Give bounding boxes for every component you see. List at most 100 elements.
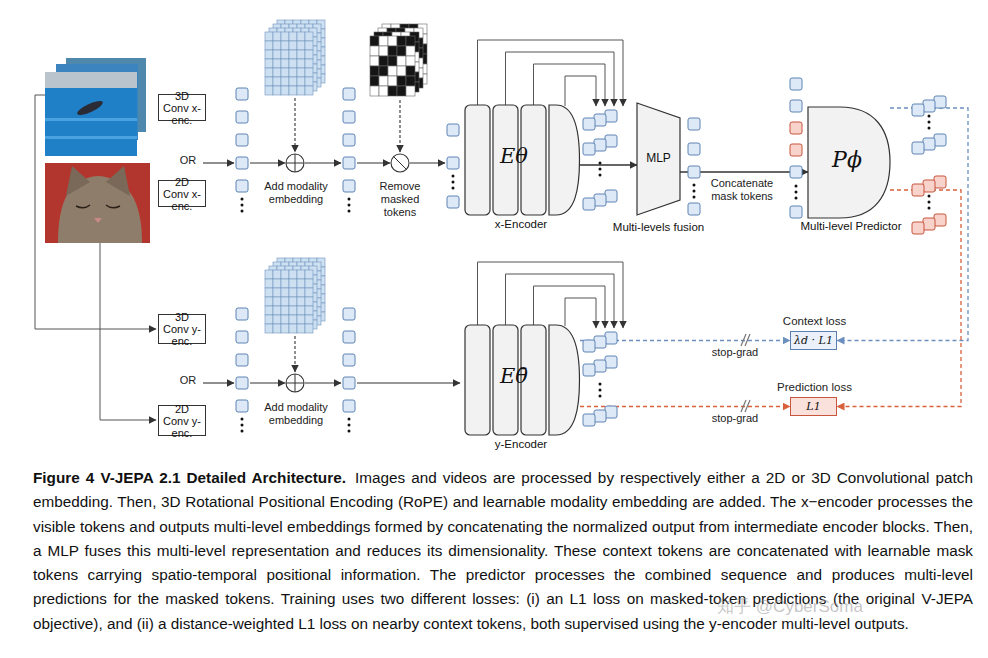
process-box: 3D Conv x-enc. — [158, 94, 206, 121]
token — [236, 134, 248, 146]
embedding-grid-cell — [281, 32, 289, 41]
process-box: 2D Conv x-enc. — [158, 180, 206, 207]
token — [934, 134, 946, 146]
embedding-grid-cell — [305, 307, 313, 316]
token — [236, 308, 248, 320]
arrow-line — [203, 162, 234, 163]
token — [236, 400, 248, 412]
embedding-grid-cell — [273, 77, 281, 86]
embedding-grid-cell — [305, 32, 313, 41]
embedding-grid-cell — [305, 270, 313, 279]
mask-grid-cell — [388, 76, 397, 86]
embedding-grid-cell — [305, 86, 313, 95]
annotation-label: Add modality embedding — [256, 401, 336, 427]
embedding-grid-cell — [305, 60, 313, 69]
embedding-grid-cell — [265, 86, 273, 95]
arrow-line — [203, 382, 234, 383]
video-frame-detail — [45, 72, 137, 88]
embedding-grid-cell — [281, 42, 289, 51]
embedding-grid-cell — [305, 298, 313, 307]
token — [447, 157, 459, 169]
embedding-grid-cell — [265, 59, 273, 68]
embedding-grid-cell — [273, 316, 281, 325]
ellipsis-dot — [599, 395, 602, 398]
ellipsis-dot — [795, 185, 798, 188]
token — [923, 180, 935, 192]
annotation-label: Add modality embedding — [256, 180, 336, 206]
remove-symbol — [394, 157, 407, 170]
token — [583, 364, 595, 376]
arrow-line — [294, 98, 295, 152]
token — [923, 138, 935, 150]
token — [236, 354, 248, 366]
mask-grid-cell — [397, 66, 406, 76]
token — [594, 360, 606, 372]
add-symbol — [286, 374, 304, 392]
embedding-grid-cell — [289, 60, 297, 69]
ellipsis-dot — [693, 184, 696, 187]
embedding-grid-cell — [273, 60, 281, 69]
mask-grid-cell — [379, 36, 388, 46]
loss-heading: Prediction loss — [761, 381, 868, 394]
skip-connection — [506, 274, 615, 328]
embedding-grid-cell — [273, 324, 281, 333]
embedding-grid-cell — [289, 69, 297, 78]
embedding-grid-cell — [297, 41, 305, 50]
token — [583, 414, 595, 426]
embedding-grid-cell — [281, 59, 289, 68]
embedding-grid-cell — [305, 271, 313, 280]
embedding-grid-cell — [297, 289, 305, 298]
mask-grid-cell — [397, 56, 406, 66]
ellipsis-dot — [928, 201, 931, 204]
ellipsis-dot — [599, 383, 602, 386]
ellipsis-dot — [928, 121, 931, 124]
add-symbol — [286, 154, 304, 172]
ellipsis-dot — [241, 204, 244, 207]
embedding-grid-cell — [297, 288, 305, 297]
embedding-grid-cell — [305, 288, 313, 297]
embedding-grid-cell — [305, 279, 313, 288]
embedding-grid-cell — [281, 316, 289, 325]
encoder-symbol: Eθ̄ — [490, 363, 538, 389]
token — [343, 354, 355, 366]
process-box: 2D Conv y-enc. — [158, 405, 206, 436]
predictor-shape — [808, 107, 890, 218]
token — [583, 198, 595, 210]
skip-connection — [100, 243, 156, 420]
embedding-grid-cell — [273, 289, 281, 298]
ellipsis-dot — [348, 424, 351, 427]
embedding-grid-cell — [281, 69, 289, 78]
loss-heading: Context loss — [761, 315, 868, 328]
embedding-grid-cell — [281, 297, 289, 306]
embedding-grid-cell — [273, 41, 281, 50]
embedding-grid-cell — [289, 270, 297, 279]
embedding-grid-cell — [297, 324, 305, 333]
embedding-grid-cell — [297, 316, 305, 325]
embedding-grid-cell — [289, 298, 297, 307]
skip-connection — [35, 95, 156, 329]
embedding-grid-cell — [273, 42, 281, 51]
token — [923, 218, 935, 230]
mask-grid-cell — [397, 36, 406, 46]
encoder-head — [549, 325, 580, 435]
ellipsis-dot — [348, 418, 351, 421]
embedding-grid-cell — [305, 324, 313, 333]
embedding-grid-cell — [289, 32, 297, 41]
arrow-line — [250, 382, 285, 383]
ellipsis-dot — [241, 424, 244, 427]
encoder-layer — [465, 105, 490, 215]
mask-grid-cell — [406, 76, 415, 86]
embedding-grid-cell — [297, 307, 305, 316]
token — [688, 166, 700, 178]
embedding-grid-cell — [297, 42, 305, 51]
embedding-grid-cell — [281, 33, 289, 42]
cat-image-detail — [94, 218, 102, 223]
edge-label: stop-grad — [700, 412, 770, 425]
embedding-grid-cell — [289, 280, 297, 289]
mask-grid-cell — [379, 56, 388, 66]
embedding-grid-cell — [273, 68, 281, 77]
embedding-grid-cell — [305, 315, 313, 324]
box-label: 2D Conv x-enc. — [161, 176, 203, 212]
predictor-symbol: Pϕ — [822, 147, 872, 173]
ellipsis-dot — [241, 210, 244, 213]
